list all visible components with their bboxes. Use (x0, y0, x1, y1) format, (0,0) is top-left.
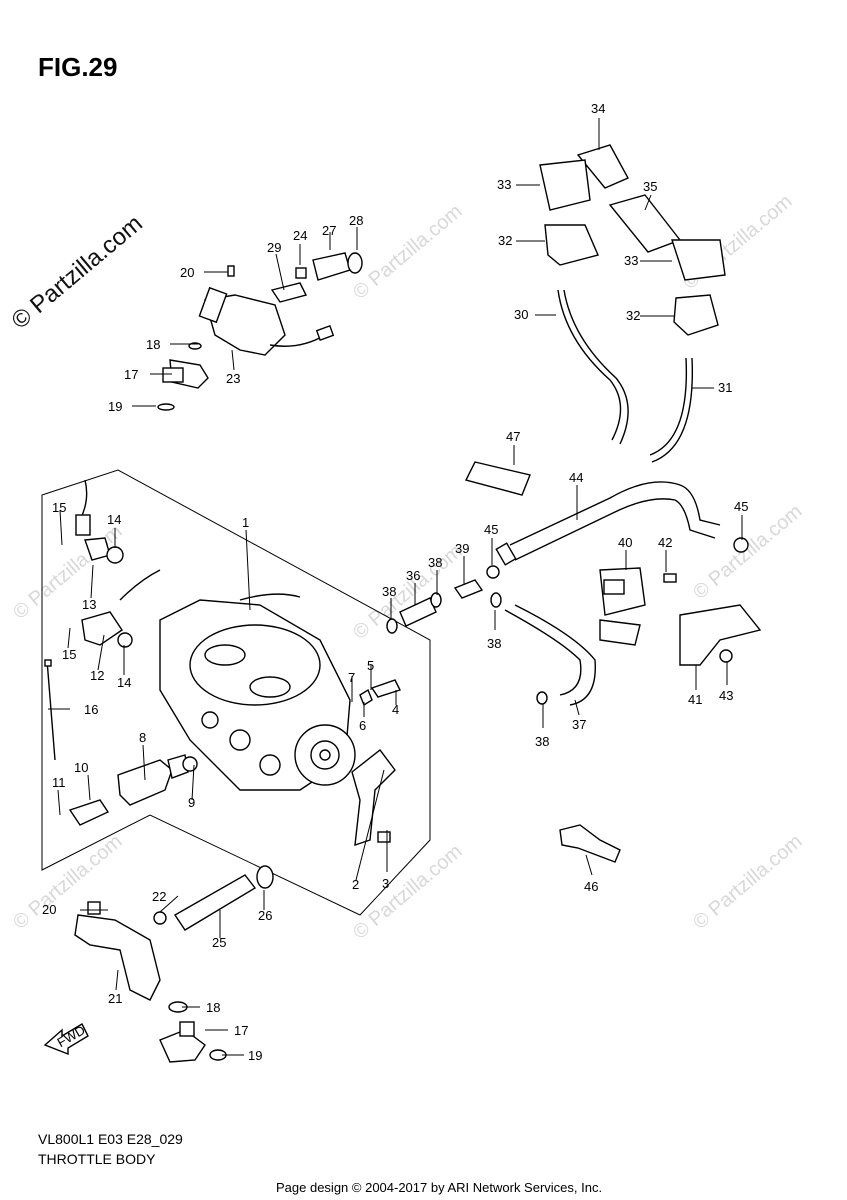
watermark-text: © Partzilla.com (9, 520, 126, 623)
callout-label: 40 (618, 535, 632, 550)
callout-label: 32 (498, 233, 512, 248)
callout-label: 43 (719, 688, 733, 703)
callout-label: 17 (124, 367, 138, 382)
callout-label: 22 (152, 889, 166, 904)
callout-label: 20 (180, 265, 194, 280)
callout-label: 44 (569, 470, 583, 485)
callout-label: 7 (348, 670, 355, 685)
callout-label: 30 (514, 307, 528, 322)
callout-label: 9 (188, 795, 195, 810)
callout-label: 38 (535, 734, 549, 749)
callout-label: 17 (234, 1023, 248, 1038)
callout-label: 41 (688, 692, 702, 707)
callout-label: 27 (322, 223, 336, 238)
callout-label: 33 (624, 253, 638, 268)
watermark-text: © Partzilla.com (349, 200, 466, 303)
callout-label: 46 (584, 879, 598, 894)
callout-label: 5 (367, 658, 374, 673)
callout-label: 23 (226, 371, 240, 386)
callout-label: 47 (506, 429, 520, 444)
callout-label: 28 (349, 213, 363, 228)
callout-label: 36 (406, 568, 420, 583)
watermark-main: © Partzilla.com (7, 210, 148, 335)
sensors-left (44, 479, 401, 847)
callout-label: 14 (107, 512, 121, 527)
callout-label: 26 (258, 908, 272, 923)
callout-label: 19 (108, 399, 122, 414)
callout-labels: 1 2 3 4 5 6 7 8 9 10 11 12 13 14 14 15 1… (42, 101, 748, 1063)
callout-label: 3 (382, 876, 389, 891)
callout-label: 24 (293, 228, 307, 243)
callout-label: 45 (734, 499, 748, 514)
center-right-parts (386, 461, 762, 863)
callout-label: 15 (52, 500, 66, 515)
callout-label: 32 (626, 308, 640, 323)
figure-title: FIG.29 (38, 52, 118, 82)
callout-label: 31 (718, 380, 732, 395)
callout-label: 38 (428, 555, 442, 570)
callout-label: 18 (146, 337, 160, 352)
callout-label: 15 (62, 647, 76, 662)
callout-label: 34 (591, 101, 605, 116)
callout-label: 14 (117, 675, 131, 690)
callout-label: 2 (352, 877, 359, 892)
callout-label: 11 (52, 775, 66, 790)
callout-label: 6 (359, 718, 366, 733)
callout-label: 33 (497, 177, 511, 192)
callout-label: 42 (658, 535, 672, 550)
watermark-text: © Partzilla.com (349, 840, 466, 943)
fwd-arrow: FWD (43, 1022, 89, 1056)
callout-label: 39 (455, 541, 469, 556)
callout-label: 25 (212, 935, 226, 950)
callout-label: 37 (572, 717, 586, 732)
leader-lines (48, 118, 743, 1056)
callout-label: 4 (392, 702, 399, 717)
throttle-body (159, 593, 356, 791)
callout-label: 12 (90, 668, 104, 683)
watermark-text: © Partzilla.com (689, 500, 806, 603)
callout-label: 35 (643, 179, 657, 194)
injector-group-lower (74, 865, 274, 1063)
upper-right-parts (539, 144, 726, 463)
callout-label: 20 (42, 902, 56, 917)
model-code: VL800L1 E03 E28_029 (38, 1131, 183, 1147)
callout-label: 18 (206, 1000, 220, 1015)
watermark-text: © Partzilla.com (9, 830, 126, 933)
diagram-caption: THROTTLE BODY (38, 1151, 156, 1167)
callout-label: 38 (382, 584, 396, 599)
callout-label: 38 (487, 636, 501, 651)
injector-group-upper (157, 252, 363, 411)
assembly-outline (41, 469, 431, 916)
watermark-text: © Partzilla.com (689, 830, 806, 933)
callout-label: 10 (74, 760, 88, 775)
callout-label: 1 (242, 515, 249, 530)
footer-credit: Page design © 2004-2017 by ARI Network S… (276, 1180, 603, 1195)
callout-label: 19 (248, 1048, 262, 1063)
callout-label: 45 (484, 522, 498, 537)
callout-label: 8 (139, 730, 146, 745)
callout-label: 21 (108, 991, 122, 1006)
callout-label: 13 (82, 597, 96, 612)
callout-label: 16 (84, 702, 98, 717)
callout-label: 29 (267, 240, 281, 255)
